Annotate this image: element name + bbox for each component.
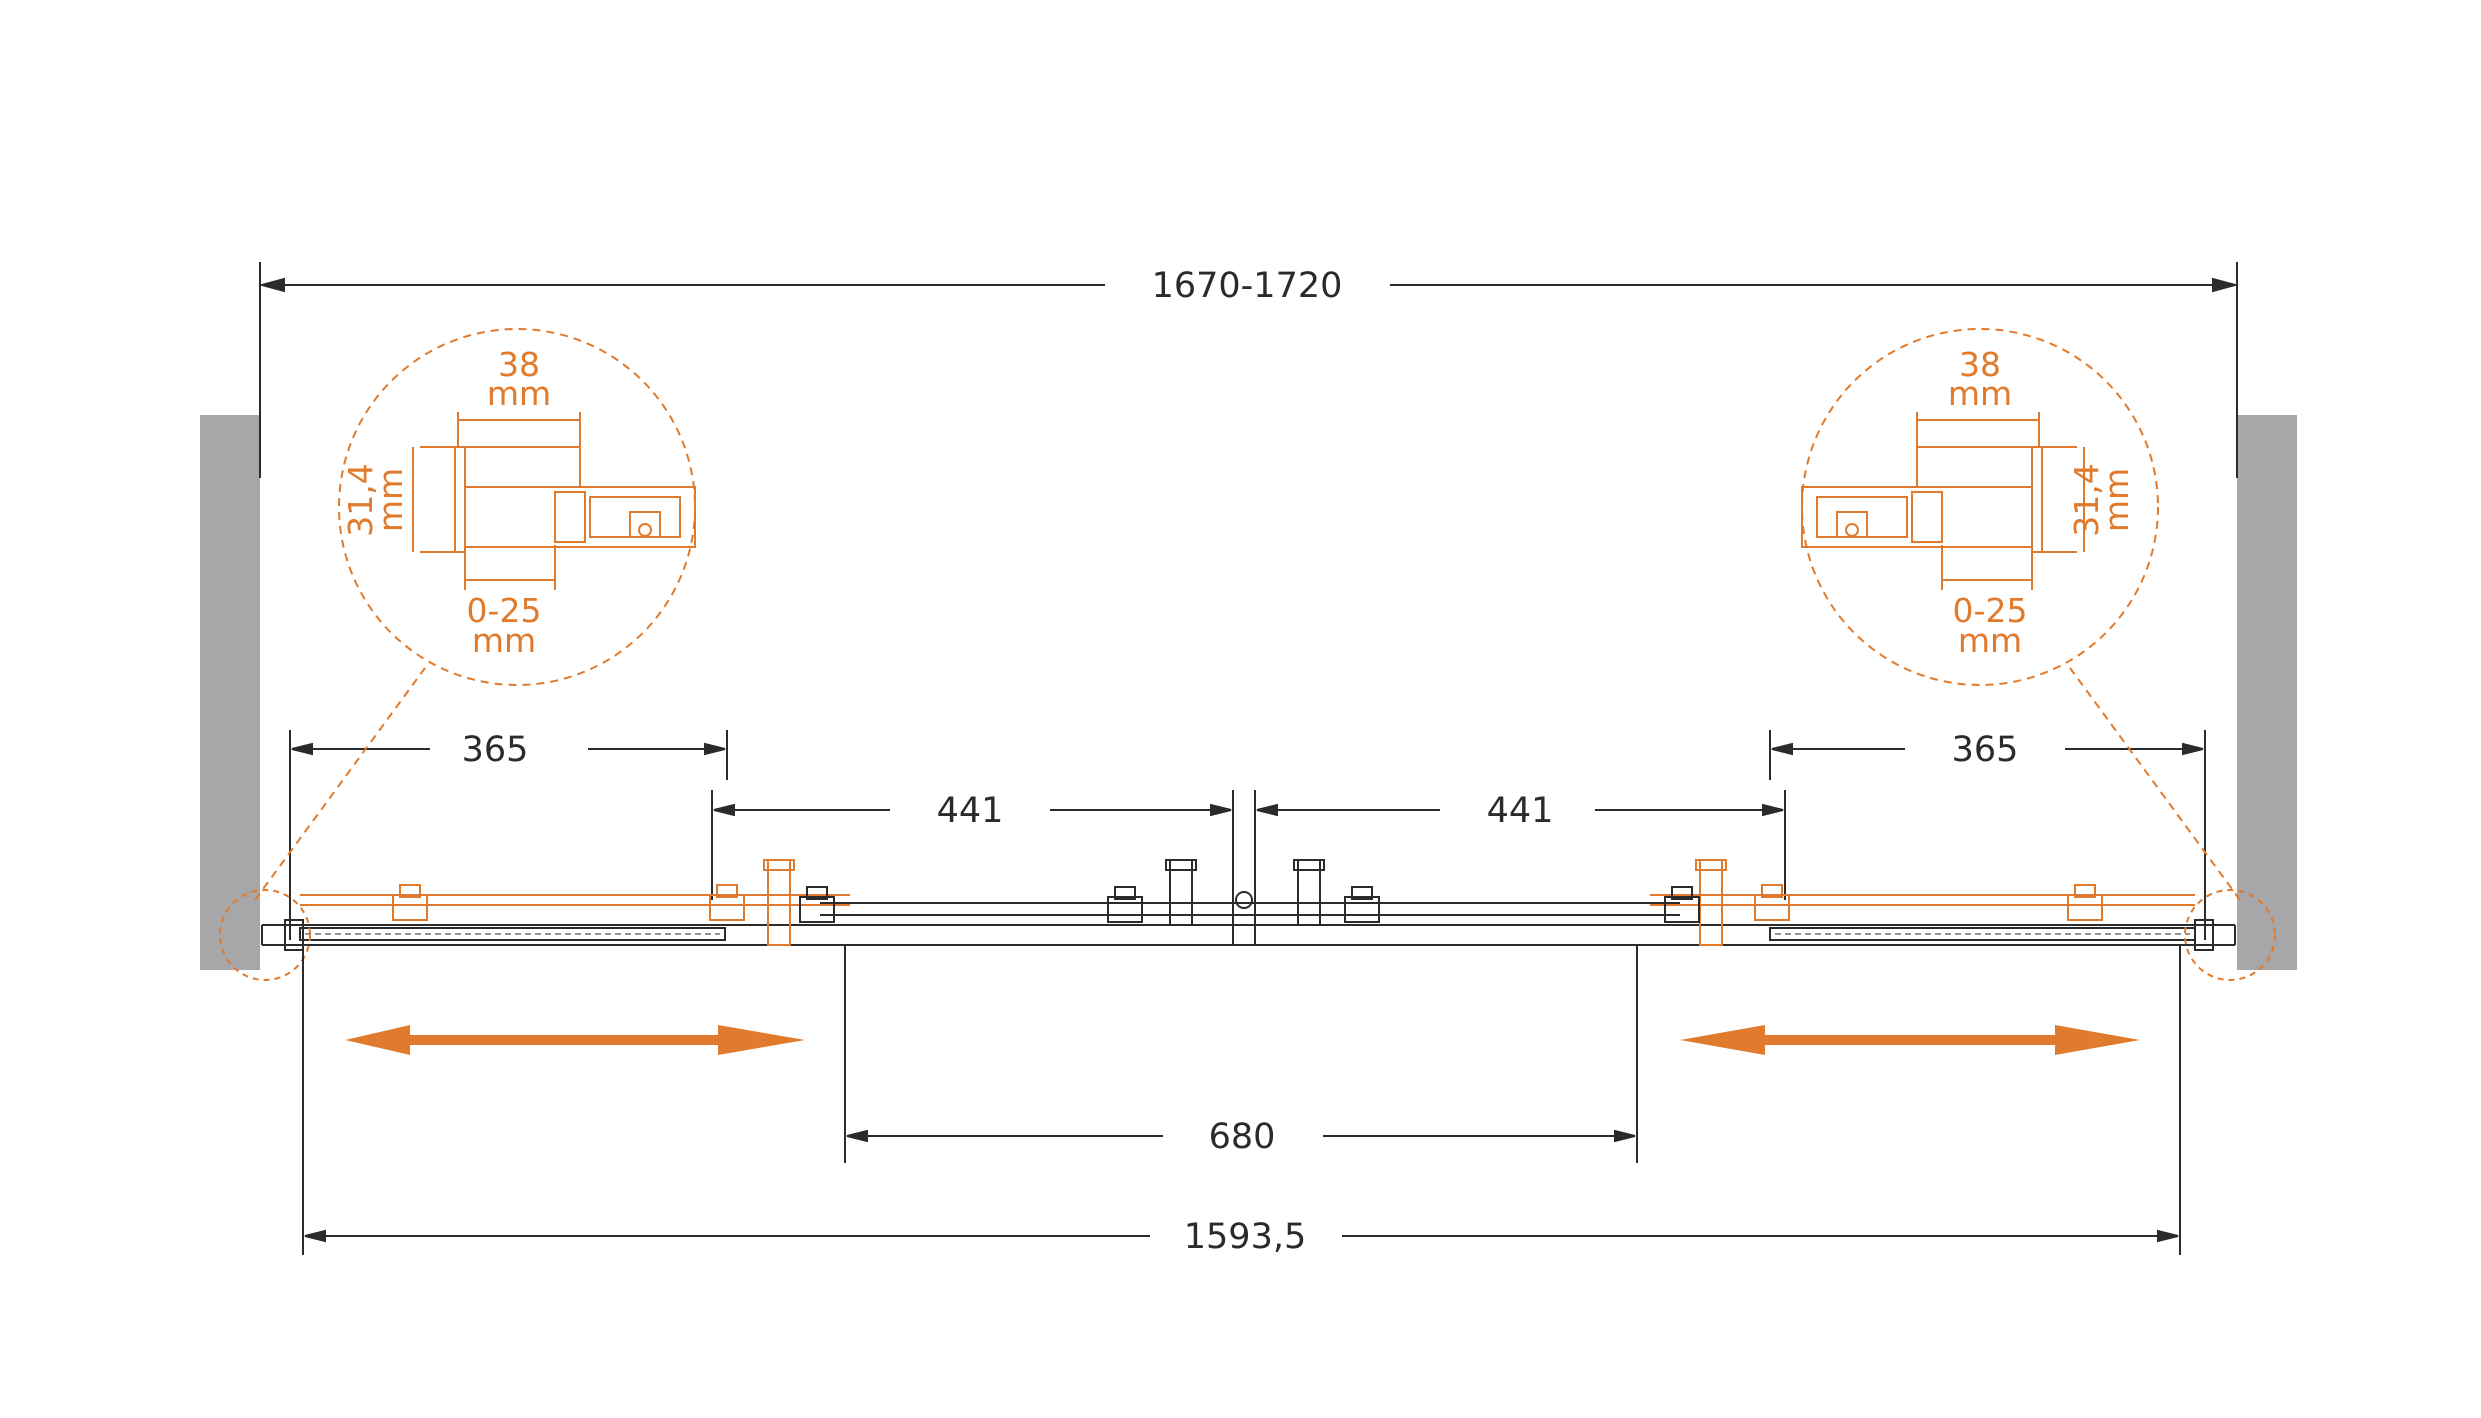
detail-leader-lines xyxy=(254,667,2241,901)
detail-right-adjust-unit: mm xyxy=(1958,621,2022,660)
roller-brackets-dark xyxy=(799,859,1700,926)
profile-length-label: 1593,5 xyxy=(1184,1217,1306,1257)
detail-left: 38 mm 31,4 mm 0-25 mm xyxy=(338,328,696,686)
double-arrow-left-icon xyxy=(345,1025,805,1055)
detail-left-width-unit: mm xyxy=(487,374,551,413)
right-door-dimension xyxy=(1254,790,1786,900)
left-door-dimension xyxy=(711,790,1234,900)
door-travel-outline xyxy=(300,894,2195,906)
corner-detail-markers xyxy=(219,889,2276,981)
right-wall xyxy=(2237,415,2297,970)
detail-right-width-value: 38 xyxy=(1959,345,2001,384)
detail-left-depth-unit: mm xyxy=(371,468,410,532)
right-panel-label: 365 xyxy=(1952,730,2019,770)
left-panel-dimension xyxy=(289,730,728,940)
overall-width-label: 1670-1720 xyxy=(1152,266,1343,306)
left-panel-label: 365 xyxy=(462,730,529,770)
detail-left-depth-value: 31,4 xyxy=(341,463,380,536)
right-panel-dimension xyxy=(1769,730,2206,940)
detail-right-depth-value: 31,4 xyxy=(2067,463,2106,536)
detail-left-adjust-unit: mm xyxy=(472,621,536,660)
detail-left-width-value: 38 xyxy=(498,345,540,384)
roller-brackets-orange xyxy=(392,859,2103,946)
detail-left-adjust-value: 0-25 xyxy=(467,591,542,630)
track-assembly xyxy=(261,890,2236,951)
detail-right-depth-unit: mm xyxy=(2097,468,2136,532)
profile-length-dimension xyxy=(302,945,2181,1255)
left-door-label: 441 xyxy=(937,791,1004,831)
double-arrow-right-icon xyxy=(1680,1025,2140,1055)
opening-label: 680 xyxy=(1209,1117,1276,1157)
overall-width-dimension xyxy=(258,262,2239,478)
detail-right-adjust-value: 0-25 xyxy=(1953,591,2028,630)
opening-dimension xyxy=(844,945,1638,1163)
detail-right-width-unit: mm xyxy=(1948,374,2012,413)
detail-right: 38 mm 31,4 mm 0-25 mm xyxy=(1801,328,2159,686)
left-wall xyxy=(200,415,260,970)
right-door-label: 441 xyxy=(1487,791,1554,831)
